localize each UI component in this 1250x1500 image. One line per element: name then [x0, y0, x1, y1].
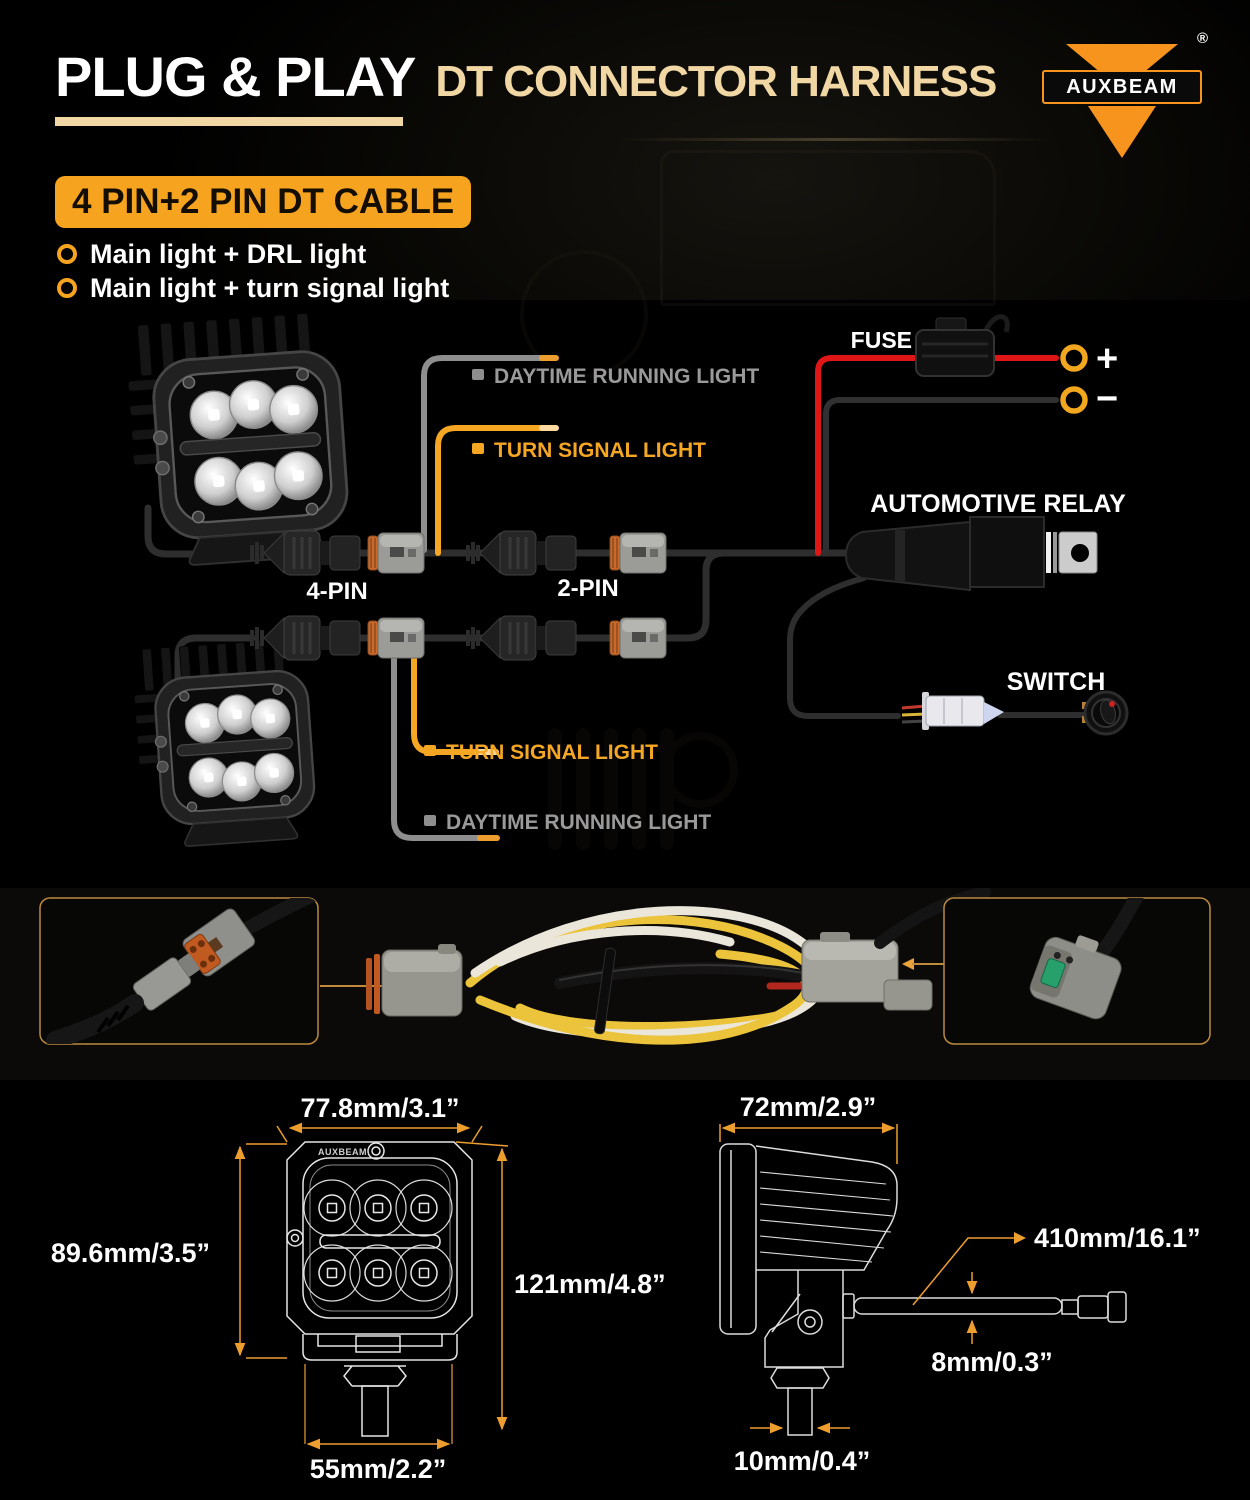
dimension-drawings: AUXBEAM 77.8mm/3.1” 89.6mm/3.5” 121mm/4.… — [51, 1092, 1201, 1484]
side-view-drawing — [719, 1143, 1127, 1436]
label-relay: AUTOMOTIVE RELAY — [870, 490, 1126, 518]
label-drl-top: DAYTIME RUNNING LIGHT — [494, 365, 759, 388]
led-pod-light-bottom — [129, 636, 319, 851]
drl-bullet-icon — [472, 369, 484, 380]
negative-ring-terminal-icon — [1060, 386, 1088, 414]
label-fuse: FUSE — [851, 327, 912, 353]
title-underline — [55, 117, 403, 126]
registered-trademark: ® — [1196, 30, 1208, 47]
drawing-brand-text: AUXBEAM — [318, 1147, 367, 1157]
feature-bullets: Main light + DRL light Main light + turn… — [57, 237, 449, 305]
bullet-ring-icon — [57, 278, 77, 298]
black-connector-icon — [248, 614, 362, 662]
header: PLUG & PLAY DT CONNECTOR HARNESS AUXBEAM… — [0, 0, 1250, 378]
title-main: PLUG & PLAY — [55, 45, 416, 108]
title-subtitle: DT CONNECTOR HARNESS — [435, 57, 997, 106]
harness-wires — [144, 355, 1089, 841]
list-item: Main light + turn signal light — [57, 271, 449, 305]
bullet-label: Main light + DRL light — [90, 238, 367, 269]
label-turn-bottom: TURN SIGNAL LIGHT — [446, 741, 658, 764]
leader-arrow-icon — [902, 958, 914, 970]
label-turn-top: TURN SIGNAL LIGHT — [494, 439, 706, 462]
fuse-holder-icon — [915, 314, 1010, 377]
drl-bullet-icon — [424, 815, 436, 826]
black-connector-icon — [464, 614, 578, 662]
dim-side-cable-length: 410mm/16.1” — [1034, 1223, 1201, 1253]
lens-flare — [620, 138, 1050, 141]
dim-side-depth: 72mm/2.9” — [740, 1092, 877, 1122]
switch-connector-icon — [901, 692, 1004, 730]
inset-right-photo — [1029, 898, 1147, 1020]
auxbeam-logo: AUXBEAM ® — [1042, 30, 1208, 158]
turn-bullet-icon — [424, 745, 436, 756]
gray-dt-connector-icon — [367, 532, 425, 574]
led-pod-light-top — [122, 309, 353, 571]
bullet-ring-icon — [57, 244, 77, 264]
dim-front-body-height: 89.6mm/3.5” — [51, 1238, 210, 1268]
jeep-silhouette-hint — [660, 150, 996, 306]
inset-left-photo — [46, 898, 318, 1044]
turn-bullet-icon — [472, 443, 484, 454]
black-connector-icon — [464, 529, 578, 577]
dim-front-width: 77.8mm/3.1” — [300, 1093, 459, 1123]
cable-type-badge: 4 PIN+2 PIN DT CABLE — [55, 176, 472, 228]
label-switch: SWITCH — [1007, 668, 1106, 696]
jeep-grille-hint — [548, 728, 738, 850]
automotive-relay-icon — [844, 516, 1098, 592]
product-photos-section — [0, 888, 1250, 1080]
gray-dt-connector-icon — [609, 617, 667, 659]
wiring-diagram: DAYTIME RUNNING LIGHT TURN SIGNAL LIGHT … — [122, 309, 1129, 851]
jeep-wheel-hint — [520, 250, 648, 378]
front-view-drawing — [286, 1141, 473, 1437]
label-negative: − — [1096, 378, 1118, 420]
label-drl-bottom: DAYTIME RUNNING LIGHT — [446, 811, 711, 834]
dimensions-section: AUXBEAM 77.8mm/3.1” 89.6mm/3.5” 121mm/4.… — [0, 1080, 1250, 1500]
gray-dt-connector-icon — [367, 617, 425, 659]
bullet-label: Main light + turn signal light — [90, 272, 450, 303]
label-2pin: 2-PIN — [557, 575, 618, 602]
page-title: PLUG & PLAY DT CONNECTOR HARNESS — [55, 44, 997, 109]
dim-side-bolt-diameter: 10mm/0.4” — [734, 1446, 871, 1476]
rocker-switch-icon — [1082, 690, 1129, 736]
gray-dt-connector-icon — [609, 532, 667, 574]
label-4pin: 4-PIN — [306, 578, 367, 605]
positive-ring-terminal-icon — [1060, 344, 1088, 372]
dim-side-cable-diameter: 8mm/0.3” — [931, 1347, 1053, 1377]
side-dimension-lines — [719, 1122, 1026, 1434]
front-dimension-lines — [234, 1122, 509, 1450]
photos-band — [39, 888, 1211, 1045]
dim-front-total-height: 121mm/4.8” — [514, 1269, 666, 1299]
label-positive: + — [1096, 338, 1118, 380]
logo-triangle-bottom — [1088, 106, 1156, 158]
logo-triangle-top — [1066, 44, 1178, 70]
logo-brand-text: AUXBEAM — [1042, 70, 1202, 104]
harness-cable-photo — [366, 888, 991, 1045]
list-item: Main light + DRL light — [57, 237, 449, 271]
dim-front-mount-width: 55mm/2.2” — [310, 1454, 447, 1484]
wiring-diagram-section: DAYTIME RUNNING LIGHT TURN SIGNAL LIGHT … — [0, 300, 1250, 888]
